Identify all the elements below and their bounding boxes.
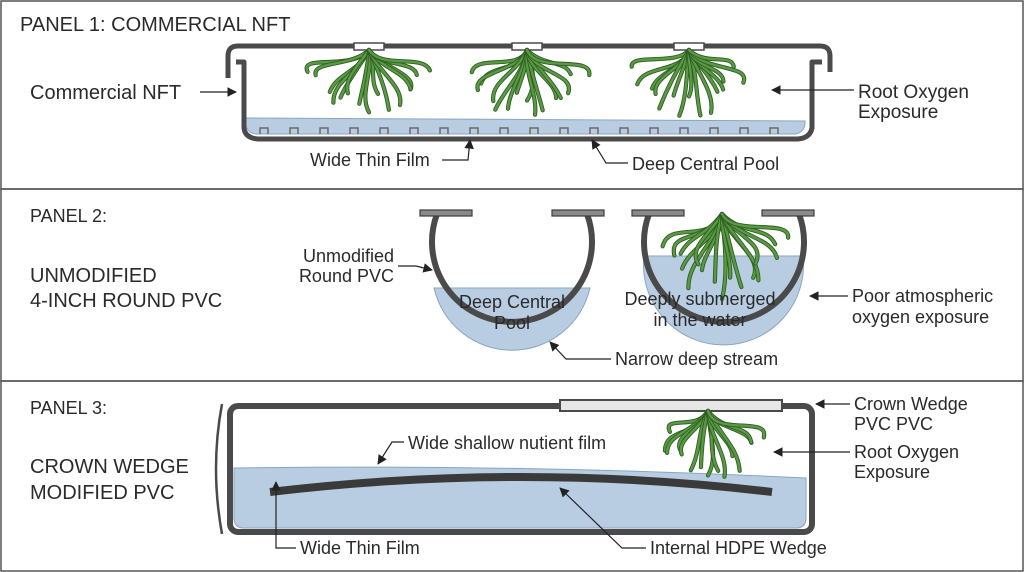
- channel-ribs: [259, 127, 779, 134]
- root-strand: [345, 48, 371, 95]
- pipe-left-cap-left: [419, 209, 473, 217]
- arrow-narrow-deep-stream: [549, 341, 611, 360]
- pipe-right-wall: [641, 212, 807, 325]
- root-cluster-panel-2: [660, 211, 791, 302]
- arrow-wide-thin-film-p1: [442, 139, 474, 161]
- crown-top-cap: [559, 399, 783, 412]
- label-poor-oxygen-line1: Poor atmospheric: [852, 286, 993, 306]
- panel-3-title: PANEL 3:: [30, 398, 107, 418]
- root-strand: [706, 409, 766, 439]
- round-pvc-pipe-left: [419, 209, 605, 351]
- panel-3-frame: [0, 380, 1024, 572]
- crown-pipe-body: [227, 403, 815, 535]
- label-deep-central-pool-p2-line1: Deep Central: [459, 292, 565, 312]
- arrow-unmodified-pvc: [398, 263, 433, 273]
- label-crown-wedge-line1: Crown Wedge: [854, 394, 968, 414]
- panel-2-heading-line1: UNMODIFIED: [30, 265, 157, 287]
- pipe-right-cap-right: [761, 209, 815, 217]
- label-crown-wedge-line2: PVC PVC: [854, 414, 933, 434]
- panel-2-title: PANEL 2:: [30, 206, 107, 226]
- arrow-deep-central-pool-p1: [591, 139, 628, 164]
- panel-3: PANEL 3: CROWN WEDGE MODIFIED PVC Wide s…: [30, 394, 968, 558]
- root-strand: [525, 48, 591, 77]
- arrow-wide-shallow-film: [377, 441, 404, 465]
- root-strand: [687, 48, 735, 68]
- label-internal-hdpe-wedge: Internal HDPE Wedge: [650, 538, 827, 558]
- label-poor-oxygen-line2: oxygen exposure: [852, 307, 989, 327]
- root-strand: [367, 48, 432, 72]
- label-unmodified-line1: Unmodified: [303, 246, 394, 266]
- label-wide-thin-film-p1: Wide Thin Film: [310, 150, 430, 170]
- arrow-wide-thin-film-p3: [271, 481, 296, 549]
- label-deep-central-pool-p2-line2: Pool: [494, 313, 530, 333]
- label-narrow-deep-stream: Narrow deep stream: [615, 349, 778, 369]
- crown-left-endcap: [214, 403, 224, 535]
- label-deeply-submerged-line2: in the water: [653, 310, 746, 330]
- root-clusters-panel-1: [304, 47, 747, 118]
- label-deep-central-pool-p1: Deep Central Pool: [632, 154, 779, 174]
- commercial-nft-channel: [225, 42, 833, 142]
- arrow-internal-hdpe-wedge: [559, 487, 646, 549]
- pipe-left-wall: [429, 212, 595, 325]
- pipe-right-cap-left: [631, 209, 685, 217]
- label-unmodified-line2: Round PVC: [299, 266, 394, 286]
- label-root-oxygen-p3-line1: Root Oxygen: [854, 442, 959, 462]
- label-root-oxygen-p1-line2: Exposure: [858, 102, 938, 123]
- panel-2: PANEL 2: UNMODIFIED 4-INCH ROUND PVC Unm…: [30, 206, 993, 369]
- label-root-oxygen-p1-line1: Root Oxygen: [858, 82, 969, 103]
- pipe-left-cap-right: [551, 209, 605, 217]
- panel-1-title: PANEL 1: COMMERCIAL NFT: [20, 14, 290, 36]
- panel-3-heading-line2: MODIFIED PVC: [30, 482, 174, 504]
- internal-hdpe-wedge: [269, 473, 773, 496]
- label-commercial-nft: Commercial NFT: [30, 82, 181, 104]
- crown-wedge-pipe: [214, 399, 815, 535]
- channel-water: [243, 117, 806, 135]
- root-cluster-panel-3: [662, 408, 767, 479]
- panel-3-heading-line1: CROWN WEDGE: [30, 456, 189, 478]
- root-strand: [720, 212, 790, 239]
- label-wide-shallow-film: Wide shallow nutient film: [408, 433, 606, 453]
- panel-2-heading-line2: 4-INCH ROUND PVC: [30, 290, 222, 312]
- label-root-oxygen-p3-line2: Exposure: [854, 462, 930, 482]
- label-deeply-submerged-line1: Deeply submerged: [624, 289, 775, 309]
- panel-1: PANEL 1: COMMERCIAL NFT Commercial NFT R…: [20, 14, 969, 174]
- label-wide-thin-film-p3: Wide Thin Film: [300, 538, 420, 558]
